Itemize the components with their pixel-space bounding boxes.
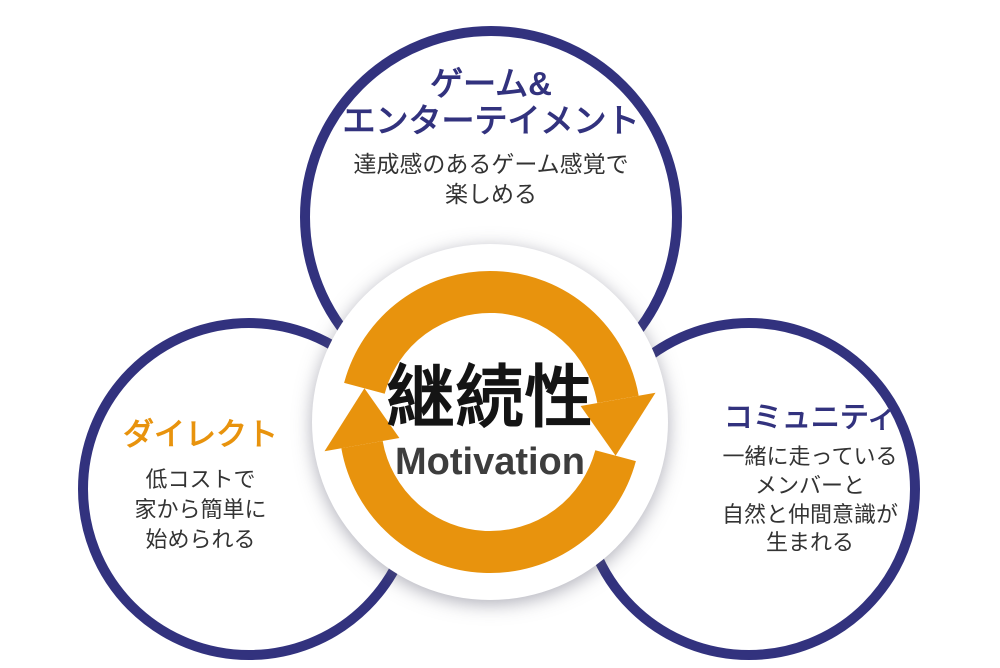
heading-line: ダイレクト	[123, 417, 278, 452]
description-line: 達成感のあるゲーム感覚で	[353, 150, 629, 177]
description-line: 低コストで	[145, 466, 256, 492]
circle-game-entertainment-text: ゲーム& エンターテイメント 達成感のあるゲーム感覚で 楽しめる	[310, 36, 672, 210]
description-line: 楽しめる	[445, 181, 537, 208]
center-text: 継続性 Motivation	[312, 244, 668, 600]
cycle-arrow-top-arc	[344, 270, 639, 404]
center-title: 継続性	[386, 360, 594, 437]
heading-line: ゲーム&	[430, 65, 552, 102]
heading-line: コミュニティ	[723, 402, 897, 434]
description-line: 生まれる	[765, 530, 854, 556]
circle-community-text: コミュニティ 一緒に走っている メンバーと 自然と仲間意識が 生まれる	[694, 402, 926, 558]
description-line: 一緒に走っている	[722, 444, 898, 470]
node-description: 低コストで 家から簡単に 始められる	[88, 465, 313, 556]
node-heading: ダイレクト	[88, 417, 313, 453]
cycle-arrow-right-head	[580, 392, 656, 456]
description-line: 始められる	[145, 527, 256, 553]
node-heading: コミュニティ	[694, 402, 926, 434]
cycle-arrow-bottom-arc	[341, 440, 636, 574]
center-subtitle: Motivation	[395, 440, 585, 483]
description-line: メンバーと	[754, 473, 865, 499]
description-line: 自然と仲間意識が	[721, 501, 898, 527]
node-heading: ゲーム& エンターテイメント	[310, 65, 672, 140]
cycle-arrow-icon	[324, 270, 656, 574]
cycle-arrow-left-head	[324, 388, 400, 452]
description-line: 家から簡単に	[134, 497, 267, 523]
node-description: 一緒に走っている メンバーと 自然と仲間意識が 生まれる	[694, 443, 926, 557]
circle-direct-text: ダイレクト 低コストで 家から簡単に 始められる	[88, 417, 313, 556]
heading-line: エンターテイメント	[342, 101, 640, 139]
node-description: 達成感のあるゲーム感覚で 楽しめる	[310, 149, 672, 210]
center-circle: 継続性 Motivation	[312, 244, 668, 600]
